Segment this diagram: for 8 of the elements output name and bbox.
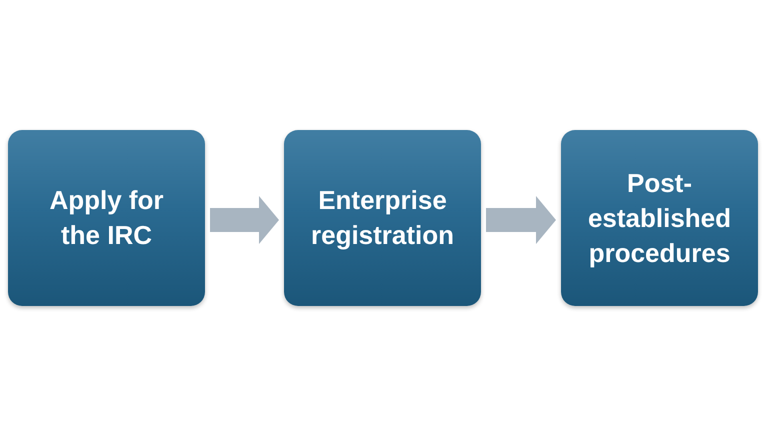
step-label: Enterprise registration bbox=[310, 184, 456, 252]
process-box bbox=[8, 130, 205, 306]
step-label: Post- established procedures bbox=[586, 166, 732, 270]
block-arrow bbox=[486, 196, 556, 244]
process-box bbox=[561, 130, 758, 306]
step-label: Apply for the IRC bbox=[48, 184, 165, 252]
process-box bbox=[284, 130, 481, 306]
block-arrow bbox=[210, 196, 279, 244]
